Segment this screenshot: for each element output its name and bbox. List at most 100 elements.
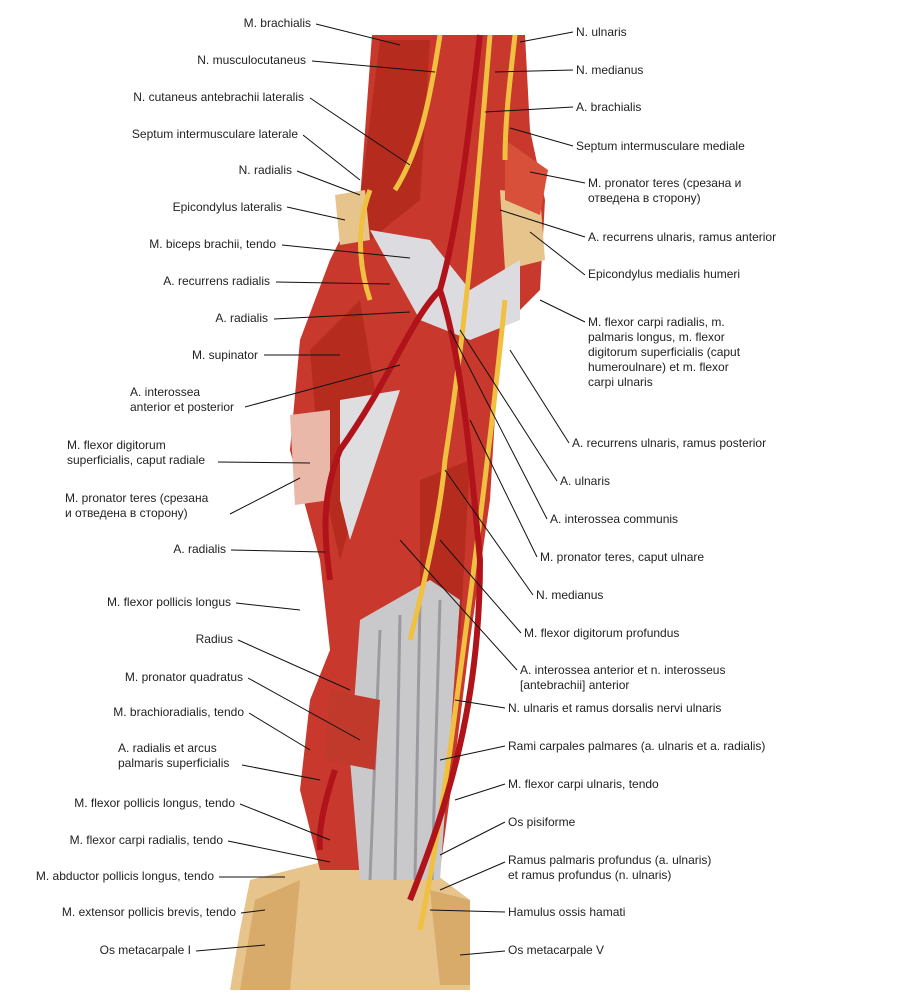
label-n-musculocutaneus: N. musculocutaneus (197, 53, 306, 68)
label-text: A. interossea anterior et n. interosseus (520, 663, 726, 677)
label-brachioradialis-tendo: M. brachioradialis, tendo (113, 705, 244, 720)
label-text: M. pronator teres, caput ulnare (540, 550, 705, 564)
label-text: M. brachioradialis, tendo (113, 705, 244, 719)
label-text: Os pisiforme (508, 815, 576, 829)
label-m-brachialis: M. brachialis (244, 16, 311, 31)
label-fcu-tendo: M. flexor carpi ulnaris, tendo (508, 777, 659, 792)
label-text: N. medianus (576, 63, 644, 77)
label-text: Rami carpales palmares (a. ulnaris et a.… (508, 739, 766, 753)
label-text: и отведена в сторону) (65, 506, 188, 520)
label-text: Os metacarpale V (508, 943, 605, 957)
label-text: M. flexor carpi radialis, tendo (69, 833, 223, 847)
label-text: Radius (195, 632, 233, 646)
label-apl-tendo: M. abductor pollicis longus, tendo (36, 869, 214, 884)
label-flexor-group: M. flexor carpi radialis, m.palmaris lon… (588, 315, 740, 390)
label-a-recurrens-radialis: A. recurrens radialis (163, 274, 270, 289)
label-a-recurrens-ulnaris-anterior: A. recurrens ulnaris, ramus anterior (588, 230, 776, 245)
label-rami-carpales: Rami carpales palmares (a. ulnaris et a.… (508, 739, 765, 754)
label-text: humeroulnare) et m. flexor (588, 360, 729, 374)
label-text: A. brachialis (576, 100, 642, 114)
label-septum-intermusculare-laterale: Septum intermusculare laterale (132, 127, 298, 142)
label-text: M. pronator teres (срезана и (588, 176, 742, 190)
label-text: N. radialis (238, 163, 292, 177)
label-text: Septum intermusculare laterale (131, 127, 298, 141)
label-pronator-quadratus: M. pronator quadratus (125, 670, 243, 685)
label-epicondylus-medialis: Epicondylus medialis humeri (588, 267, 740, 282)
label-text: M. flexor carpi ulnaris, tendo (508, 777, 659, 791)
label-text: anterior et posterior (130, 400, 235, 414)
label-text: Ramus palmaris profundus (a. ulnaris) (508, 853, 712, 867)
label-os-pisiforme: Os pisiforme (508, 815, 575, 830)
label-n-radialis: N. radialis (239, 163, 292, 178)
label-text: et ramus profundus (n. ulnaris) (508, 868, 672, 882)
label-text: A. interossea communis (550, 512, 679, 526)
label-n-cutaneus-antebrachii-lateralis: N. cutaneus antebrachii lateralis (133, 90, 304, 105)
label-text: N. cutaneus antebrachii lateralis (133, 90, 304, 104)
label-n-ulnaris-ramus-dorsalis: N. ulnaris et ramus dorsalis nervi ulnar… (508, 701, 721, 716)
forearm-muscles (290, 35, 545, 870)
label-text: N. medianus (536, 588, 604, 602)
label-text: superficialis, caput radiale (67, 453, 206, 467)
label-a-brachialis: A. brachialis (576, 100, 641, 115)
label-fcr-tendo: M. flexor carpi radialis, tendo (70, 833, 223, 848)
label-hamulus-ossis-hamati: Hamulus ossis hamati (508, 905, 625, 920)
label-flexor-pollicis-longus: M. flexor pollicis longus (107, 595, 231, 610)
label-a-radialis-lower: A. radialis (173, 542, 226, 557)
label-radius: Radius (196, 632, 233, 647)
label-pronator-teres-caput-ulnare: M. pronator teres, caput ulnare (540, 550, 704, 565)
label-a-interossea-anterior: A. interossea anterior et n. interosseus… (520, 663, 725, 693)
label-text: M. extensor pollicis brevis, tendo (61, 905, 236, 919)
label-text: [antebrachii] anterior (520, 678, 630, 692)
label-text: A. radialis (173, 542, 226, 556)
label-text: M. brachialis (243, 16, 311, 30)
label-biceps-tendo: M. biceps brachii, tendo (149, 237, 276, 252)
label-text: digitorum superficialis (caput (588, 345, 741, 359)
label-a-ulnaris: A. ulnaris (560, 474, 610, 489)
label-m-supinator: M. supinator (192, 348, 258, 363)
label-text: Epicondylus lateralis (172, 200, 282, 214)
label-text: M. supinator (191, 348, 258, 362)
label-a-interossea-communis: A. interossea communis (550, 512, 678, 527)
label-text: palmaris longus, m. flexor (588, 330, 725, 344)
label-ramus-palmaris-profundus: Ramus palmaris profundus (a. ulnaris)et … (508, 853, 711, 883)
label-os-metacarpale-i: Os metacarpale I (100, 943, 191, 958)
label-os-metacarpale-v: Os metacarpale V (508, 943, 604, 958)
leader-lines (195, 23, 586, 956)
label-text: N. ulnaris (576, 25, 627, 39)
label-text: A. recurrens radialis (163, 274, 270, 288)
label-septum-intermusculare-mediale: Septum intermusculare mediale (576, 139, 745, 154)
label-text: carpi ulnaris (588, 375, 653, 389)
label-text: M. biceps brachii, tendo (149, 237, 276, 251)
label-a-recurrens-ulnaris-posterior: A. recurrens ulnaris, ramus posterior (572, 436, 766, 451)
label-text: A. interossea (130, 385, 201, 399)
label-n-medianus-upper: N. medianus (576, 63, 643, 78)
label-text: M. abductor pollicis longus, tendo (35, 869, 214, 883)
label-n-medianus-lower: N. medianus (536, 588, 603, 603)
label-text: Septum intermusculare mediale (576, 139, 745, 153)
label-text: A. ulnaris (560, 474, 611, 488)
label-text: A. radialis (215, 311, 268, 325)
label-text: A. recurrens ulnaris, ramus anterior (588, 230, 777, 244)
label-text: Os metacarpale I (99, 943, 191, 957)
label-fpl-tendo: M. flexor pollicis longus, tendo (74, 796, 235, 811)
label-text: M. flexor digitorum (67, 438, 166, 452)
label-fdp: M. flexor digitorum profundus (524, 626, 679, 641)
label-text: M. flexor carpi radialis, m. (588, 315, 725, 329)
label-text: M. flexor digitorum profundus (524, 626, 680, 640)
label-n-ulnaris: N. ulnaris (576, 25, 627, 40)
label-text: отведена в сторону) (588, 191, 701, 205)
label-text: M. pronator quadratus (124, 670, 243, 684)
label-text: Epicondylus medialis humeri (588, 267, 741, 281)
nerves (358, 34, 518, 931)
label-text: A. recurrens ulnaris, ramus posterior (572, 436, 767, 450)
pronator-quadratus (325, 690, 380, 770)
label-text: N. musculocutaneus (197, 53, 306, 67)
label-text: M. pronator teres (срезана (65, 491, 209, 505)
label-text: Hamulus ossis hamati (508, 905, 626, 919)
